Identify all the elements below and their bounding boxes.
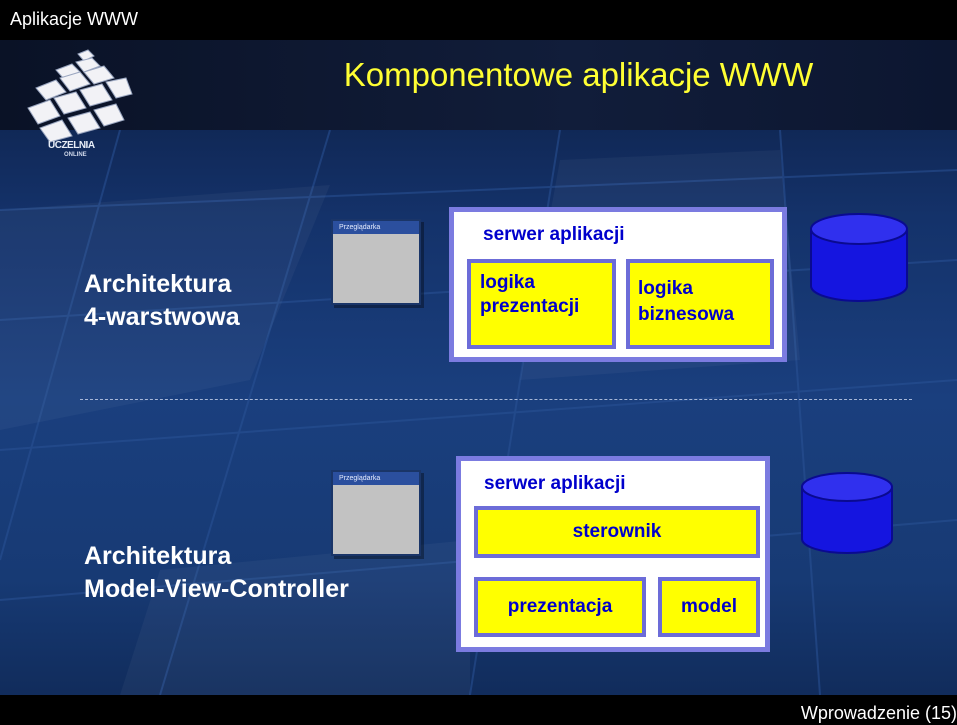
business-logic-box: logika biznesowa (626, 259, 774, 349)
model-label: model (681, 596, 737, 617)
database-icon-2 (801, 472, 893, 554)
box-line2: prezentacji (480, 296, 580, 317)
box-line1: logika (480, 272, 535, 293)
view-box: prezentacja (474, 577, 646, 637)
logo-subtext: ONLINE (64, 152, 87, 158)
browser-window-1: Przeglądarka (331, 219, 421, 305)
app-server-box-2: serwer aplikacji sterownik prezentacja m… (456, 456, 770, 652)
controller-label: sterownik (572, 521, 662, 542)
arch-label-line2: Model-View-Controller (84, 575, 349, 603)
model-box: model (658, 577, 760, 637)
box-line2: biznesowa (638, 304, 735, 325)
architecture-4-tier-label: Architektura 4-warstwowa (84, 268, 240, 334)
arch-label-line1: Architektura (84, 542, 232, 570)
uczelnia-logo-icon (27, 49, 133, 143)
arch-label-line1: Architektura (84, 270, 232, 298)
controller-box: sterownik (474, 506, 760, 558)
app-server-box-1: serwer aplikacji logika prezentacji logi… (449, 207, 787, 362)
page-number: Wprowadzenie (15) (800, 703, 957, 723)
top-bar: Aplikacje WWW (0, 0, 957, 40)
browser-title: Przeglądarka (333, 221, 419, 234)
database-icon-1 (810, 213, 908, 302)
section-divider (80, 399, 912, 400)
server-label: serwer aplikacji (484, 473, 626, 494)
browser-title: Przeglądarka (333, 472, 419, 485)
footer-bar: Wprowadzenie (15) (0, 695, 957, 725)
slide-title: Komponentowe aplikacje WWW (343, 56, 814, 93)
box-line1: logika (638, 278, 693, 299)
arch-label-line2: 4-warstwowa (84, 303, 240, 331)
course-title: Aplikacje WWW (10, 9, 139, 29)
architecture-mvc-label: Architektura Model-View-Controller (84, 540, 349, 606)
server-label: serwer aplikacji (483, 224, 625, 245)
view-label: prezentacja (507, 596, 613, 617)
logo-text: UCZELNIA (48, 140, 95, 151)
browser-window-2: Przeglądarka (331, 470, 421, 556)
presentation-logic-box: logika prezentacji (467, 259, 616, 349)
header-band (0, 40, 957, 130)
